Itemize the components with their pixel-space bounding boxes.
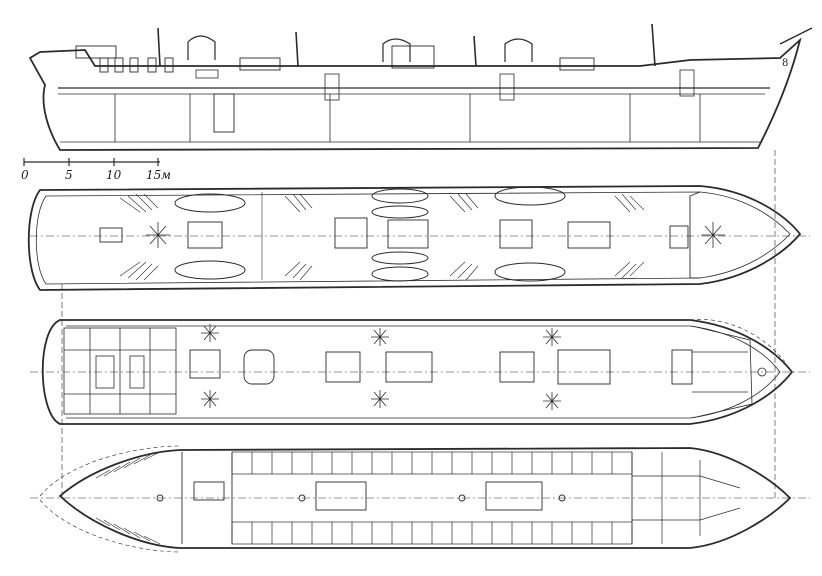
bow-compartments — [632, 452, 741, 544]
svg-text:8: 8 — [782, 58, 788, 69]
bulkheads — [114, 94, 701, 142]
lower-deck-plan — [30, 445, 810, 553]
ladders — [195, 69, 695, 101]
cabin-windows — [75, 45, 174, 73]
stern-hatching — [95, 451, 161, 545]
deckhouses — [213, 45, 595, 133]
upper-deck-plan — [27, 185, 810, 291]
forecastle-rooms — [691, 325, 767, 419]
scale-tick-10: 10 — [106, 168, 122, 182]
hatches — [99, 217, 689, 249]
scale-tick-15: 15 — [146, 168, 161, 182]
projection-lines — [61, 150, 776, 500]
hull-side-outline — [28, 37, 802, 151]
upper-deck-outline — [27, 185, 802, 291]
aft-cabins — [63, 327, 177, 415]
side-elevation: 8 — [28, 23, 813, 151]
scale-unit: м — [161, 168, 171, 182]
davits — [187, 35, 533, 62]
scale-tick-0: 0 — [21, 168, 29, 182]
lower-hatches — [156, 452, 633, 544]
rigging-stars — [146, 222, 725, 248]
bowsprit — [779, 27, 813, 45]
masts — [157, 23, 656, 67]
scale-tick-5: 5 — [65, 168, 73, 182]
main-deck-stars — [201, 324, 561, 410]
main-deck-plan — [30, 319, 810, 425]
lifeboats — [174, 186, 566, 282]
shroud-lines — [119, 193, 645, 281]
scale-bar — [23, 158, 160, 166]
main-deck-hatches — [189, 349, 693, 385]
